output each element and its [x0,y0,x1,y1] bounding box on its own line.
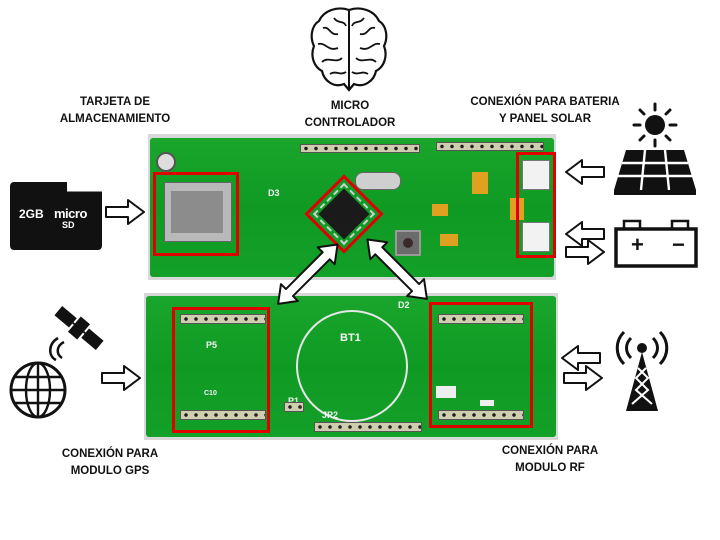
rf-arrow-out [563,365,603,391]
battery-arrow-in [565,221,605,247]
globe-icon [9,361,67,419]
satellite-icon [49,306,104,362]
battery-arrow-out [565,239,605,265]
storage-label: TARJETA DE ALMACENAMIENTO [59,96,171,125]
silk-bt1: BT1 [340,332,361,344]
silk-c10: C10 [204,390,217,397]
solar-panel-icon [614,149,696,195]
rf-chip [436,386,456,398]
sd-suffix: SD [62,220,75,230]
silk-d3: D3 [268,188,280,198]
battery-icon [614,219,698,268]
brain-icon [310,7,388,92]
power-highlight [516,152,556,258]
rf-header-bottom [438,410,524,420]
gps-header-top [180,314,266,324]
gps-arrow [101,365,141,391]
gps-header-bottom [180,410,266,420]
sd-capacity: 2GB [19,207,44,221]
left-header [284,402,304,412]
capacitor-3 [440,234,458,246]
sd-brand: micro [54,206,87,221]
microsd-card-icon: 2GB micro SD [10,182,102,250]
gps-label: CONEXIÓN PARA MODULO GPS [61,448,159,477]
power-label: CONEXIÓN PARA BATERIA Y PANEL SOLAR [470,96,620,125]
capacitor-1 [472,172,488,194]
solar-arrow [565,159,605,185]
rf-label: CONEXIÓN PARA MODULO RF [501,445,599,474]
power-connector-top [522,160,550,190]
pin-row-top-right [436,142,544,151]
radio-tower-icon [615,330,669,411]
rf-chip-2 [480,400,494,406]
silk-jp2: JP2 [322,410,339,420]
power-connector-bottom [522,222,550,252]
gps-highlight [172,307,270,433]
rf-highlight [429,302,533,428]
crystal [355,172,401,190]
coin-cell-holder [296,310,408,422]
mcu-rf-arrow [366,238,428,300]
rf-arrow-in [561,345,601,371]
bottom-header [314,422,422,432]
battery-minus: − [672,232,685,257]
sd-arrow [105,199,145,225]
mounting-hole [156,152,176,172]
pin-row-top [300,144,420,153]
sd-socket [164,182,232,242]
capacitor-2 [432,204,448,216]
silk-p1: P1 [288,396,300,406]
sun-icon [632,102,678,148]
silk-p5: P5 [206,340,218,350]
rf-header-top [438,314,524,324]
silk-d2: D2 [398,300,410,310]
reset-button [395,230,421,256]
mcu-label: MICRO CONTROLADOR [304,100,396,129]
sd-highlight [153,172,239,256]
mcu-gps-arrow [277,243,339,305]
carrier-board: BT1 P5 P1 JP2 D2 C10 [146,296,556,437]
battery-plus: + [631,232,644,257]
